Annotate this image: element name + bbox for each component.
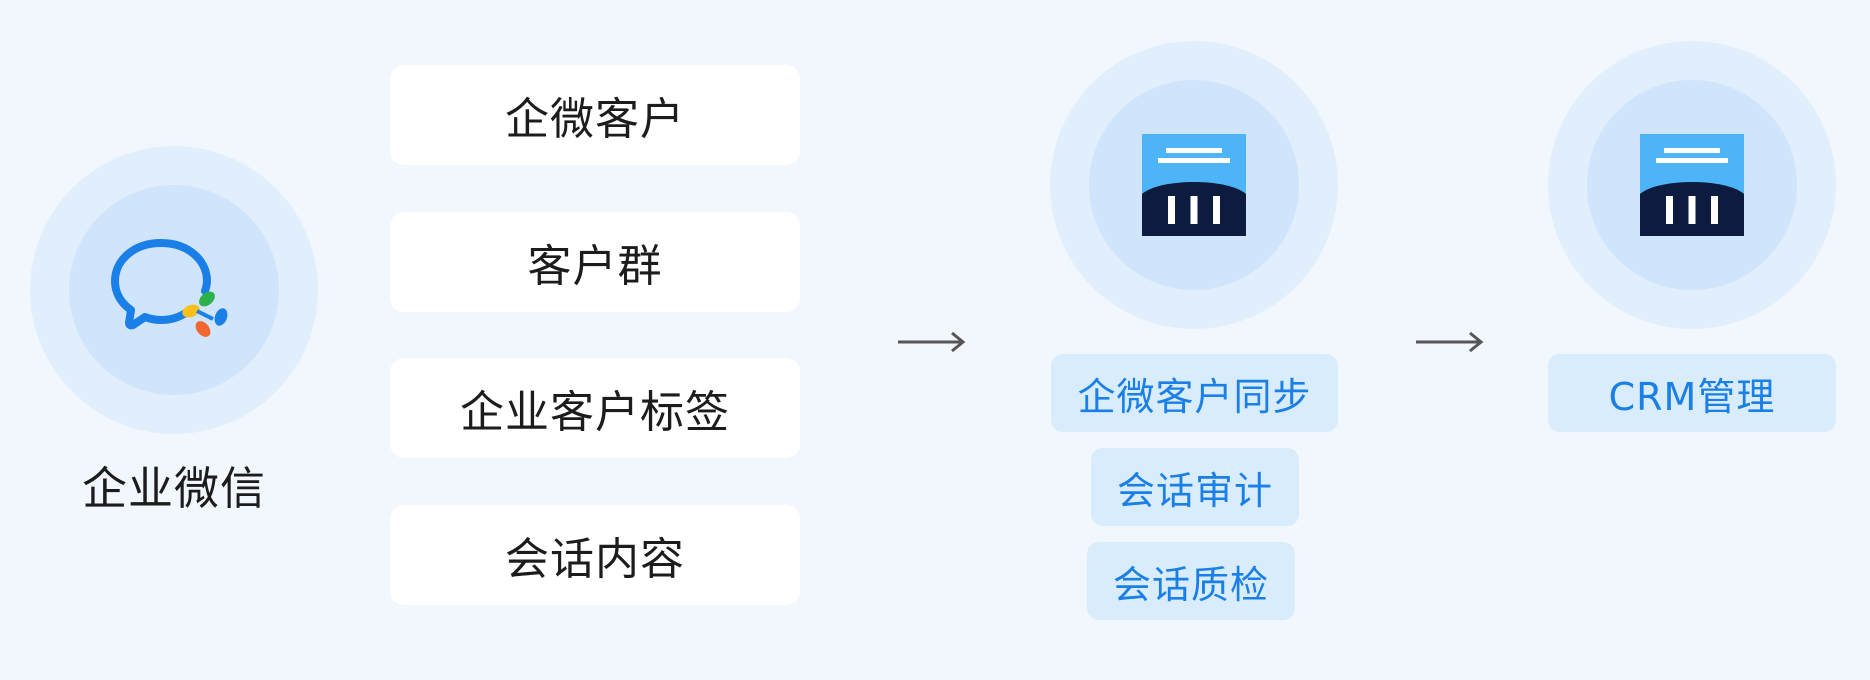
source-label: 企业微信 <box>81 462 266 515</box>
building-icon <box>1640 134 1744 236</box>
arrow-right-icon <box>1416 331 1484 353</box>
data-item-customer-tags: 企业客户标签 <box>390 358 800 458</box>
data-item-customer-groups: 客户群 <box>390 212 800 312</box>
data-item-customers: 企微客户 <box>390 65 800 165</box>
crm-node <box>1548 41 1836 329</box>
feature-conversation-qc: 会话质检 <box>1087 542 1295 620</box>
wecom-chat-icon <box>111 239 228 337</box>
feature-conversation-audit: 会话审计 <box>1091 448 1299 526</box>
arrow-right-icon <box>898 331 966 353</box>
feature-crm-management: CRM管理 <box>1548 354 1836 432</box>
building-icon <box>1142 134 1246 236</box>
wecom-node <box>30 146 318 434</box>
feature-customer-sync: 企微客户同步 <box>1051 354 1338 432</box>
sync-node <box>1050 41 1338 329</box>
data-item-conversations: 会话内容 <box>390 505 800 605</box>
